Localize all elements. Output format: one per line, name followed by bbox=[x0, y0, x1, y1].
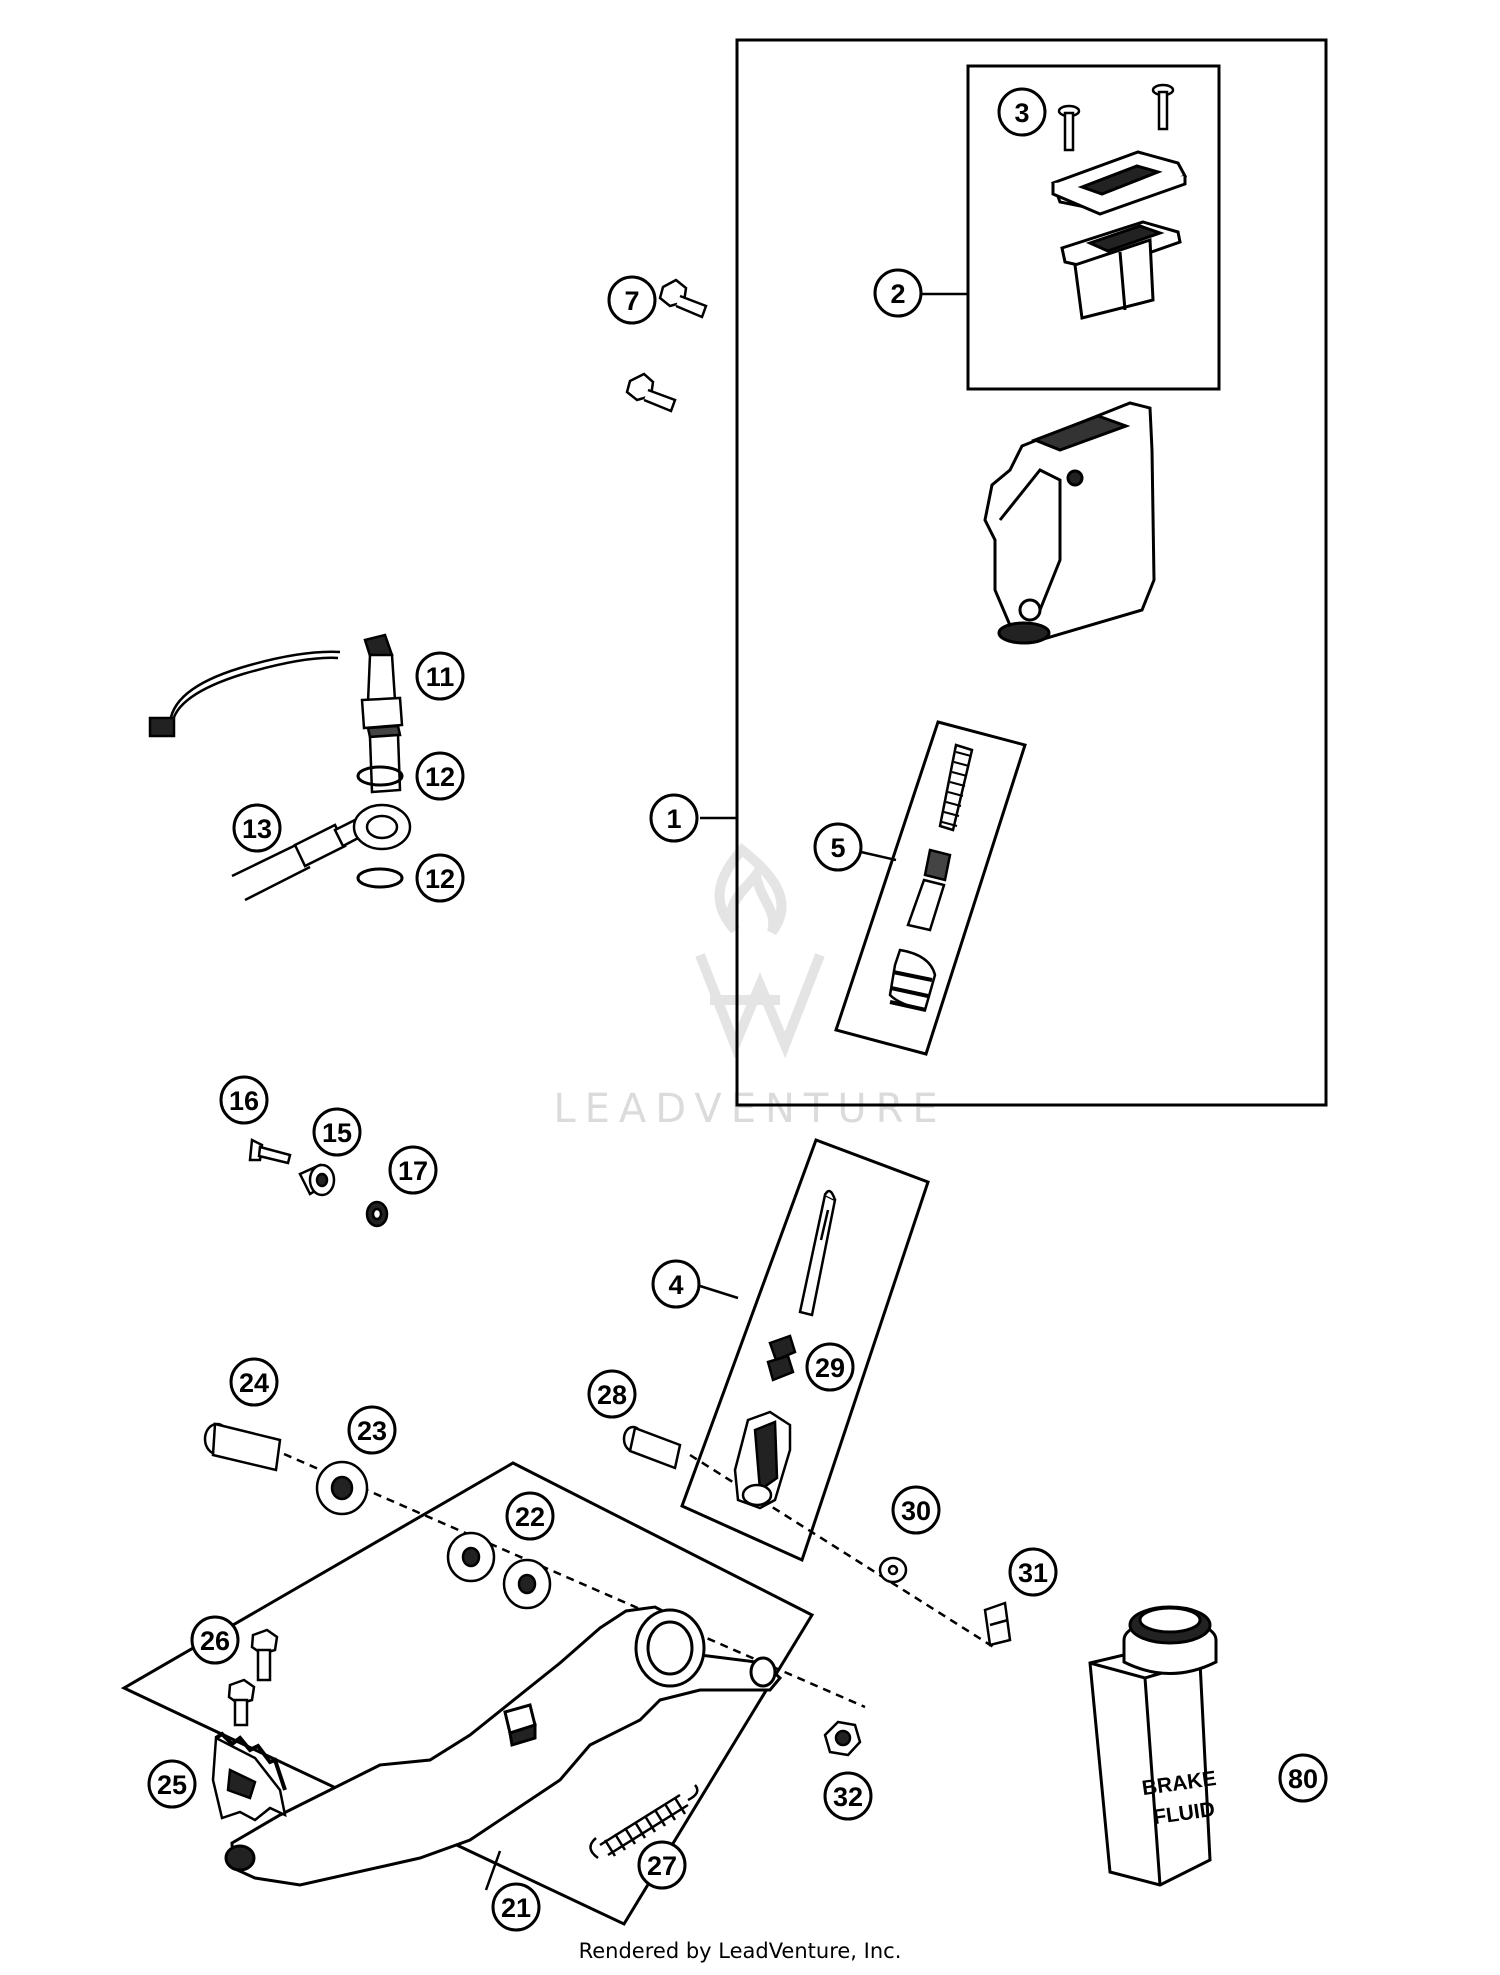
brake-line bbox=[231, 803, 412, 902]
svg-text:28: 28 bbox=[597, 1380, 627, 1410]
svg-text:13: 13 bbox=[242, 814, 272, 844]
pivot-nut bbox=[823, 1720, 862, 1757]
callout-80: 80 bbox=[1278, 1753, 1328, 1803]
svg-text:26: 26 bbox=[200, 1626, 230, 1656]
master-cylinder-body bbox=[983, 401, 1156, 645]
callout-26: 26 bbox=[190, 1615, 240, 1665]
push-rod bbox=[733, 1189, 837, 1510]
callout-21: 21 bbox=[491, 1882, 541, 1932]
callout-3: 3 bbox=[997, 87, 1047, 137]
svg-text:7: 7 bbox=[624, 286, 639, 316]
callout-12b: 12 bbox=[415, 853, 465, 903]
svg-text:16: 16 bbox=[229, 1086, 259, 1116]
pivot-hardware bbox=[203, 1422, 552, 1610]
callout-7: 7 bbox=[607, 275, 657, 325]
callout-5: 5 bbox=[813, 822, 863, 872]
callout-17: 17 bbox=[388, 1145, 438, 1195]
callout-16: 16 bbox=[219, 1075, 269, 1125]
svg-text:31: 31 bbox=[1018, 1558, 1048, 1588]
step-bolts bbox=[227, 1628, 279, 1727]
reservoir-cap bbox=[1051, 150, 1188, 216]
svg-text:12: 12 bbox=[425, 762, 455, 792]
return-spring bbox=[589, 1784, 699, 1860]
svg-text:27: 27 bbox=[647, 1851, 677, 1881]
piston-kit-box bbox=[834, 720, 1027, 1056]
svg-text:29: 29 bbox=[815, 1353, 845, 1383]
reservoir-diaphragm bbox=[1060, 220, 1182, 320]
push-rod-box bbox=[680, 1138, 930, 1563]
brake-pedal bbox=[224, 1605, 783, 1887]
callout-30: 30 bbox=[891, 1485, 941, 1535]
callout-13: 13 bbox=[232, 803, 282, 853]
callout-1: 1 bbox=[649, 793, 699, 843]
callout-11: 11 bbox=[415, 651, 465, 701]
washer-and-clip bbox=[878, 1556, 1012, 1647]
reservoir-cap-box bbox=[966, 64, 1221, 391]
svg-text:4: 4 bbox=[668, 1270, 683, 1300]
footer-credit: Rendered by LeadVenture, Inc. bbox=[579, 1939, 902, 1963]
svg-text:32: 32 bbox=[833, 1782, 863, 1812]
callout-15: 15 bbox=[312, 1107, 362, 1157]
callout-12a: 12 bbox=[415, 751, 465, 801]
callout-4: 4 bbox=[651, 1259, 701, 1309]
svg-text:23: 23 bbox=[357, 1416, 387, 1446]
callout-25: 25 bbox=[147, 1759, 197, 1809]
callout-28: 28 bbox=[587, 1369, 637, 1419]
master-cylinder-box bbox=[735, 38, 1328, 1107]
svg-text:21: 21 bbox=[501, 1893, 531, 1923]
svg-text:3: 3 bbox=[1014, 98, 1029, 128]
svg-text:5: 5 bbox=[830, 833, 845, 863]
svg-text:2: 2 bbox=[890, 279, 905, 309]
pedal-step bbox=[211, 1731, 287, 1822]
callout-24: 24 bbox=[229, 1357, 279, 1407]
watermark-text: LEADVENTURE bbox=[553, 1086, 946, 1132]
callout-29: 29 bbox=[805, 1342, 855, 1392]
svg-text:30: 30 bbox=[901, 1496, 931, 1526]
callout-22: 22 bbox=[505, 1491, 555, 1541]
svg-text:11: 11 bbox=[426, 662, 455, 692]
callout-32: 32 bbox=[823, 1771, 873, 1821]
clevis-pin bbox=[622, 1425, 682, 1470]
mounting-bolts bbox=[625, 278, 708, 413]
watermark-logo bbox=[695, 843, 825, 1059]
brake-light-switch bbox=[148, 633, 404, 794]
reservoir-screws bbox=[1057, 83, 1175, 152]
callouts: 1 2 3 4 5 7 11 12 12 13 15 16 17 21 22 2… bbox=[147, 87, 1328, 1932]
svg-text:22: 22 bbox=[515, 1502, 545, 1532]
callout-27: 27 bbox=[637, 1840, 687, 1890]
svg-text:25: 25 bbox=[157, 1770, 187, 1800]
svg-text:15: 15 bbox=[322, 1118, 352, 1148]
svg-text:12: 12 bbox=[425, 864, 455, 894]
svg-text:17: 17 bbox=[398, 1156, 428, 1186]
svg-text:1: 1 bbox=[666, 804, 681, 834]
small-hardware bbox=[248, 1138, 389, 1228]
brake-fluid-bottle: BRAKE FLUID bbox=[1088, 1605, 1218, 1887]
piston-kit bbox=[888, 743, 974, 1012]
svg-text:80: 80 bbox=[1288, 1764, 1318, 1794]
svg-text:24: 24 bbox=[239, 1368, 269, 1398]
callout-31: 31 bbox=[1008, 1547, 1058, 1597]
sealing-washers bbox=[356, 765, 404, 889]
group-boxes bbox=[120, 38, 1328, 1926]
callout-23: 23 bbox=[347, 1405, 397, 1455]
watermark: LEADVENTURE bbox=[553, 843, 946, 1132]
callout-2: 2 bbox=[873, 268, 923, 318]
brake-pedal-box bbox=[120, 1461, 815, 1926]
